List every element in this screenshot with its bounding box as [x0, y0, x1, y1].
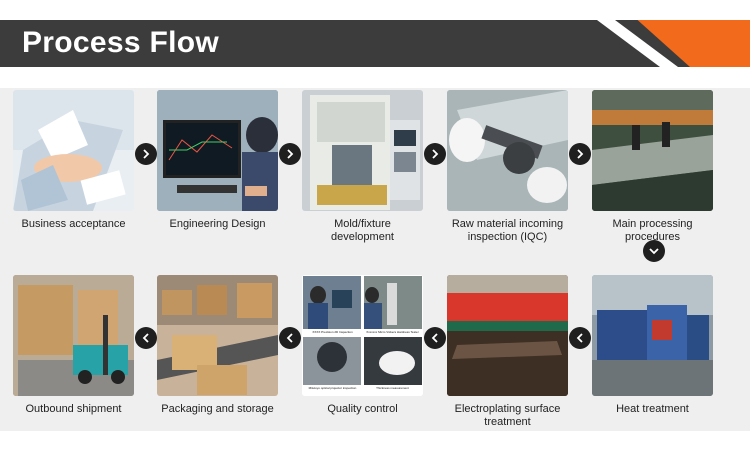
step-outbound-shipment: Outbound shipment — [13, 275, 134, 416]
step-raw-material-inspection: Raw material incoming inspection (IQC) — [447, 90, 568, 244]
mold-fixture-photo — [302, 90, 423, 211]
packaging-storage-photo — [157, 275, 278, 396]
engineering-design-photo — [157, 90, 278, 211]
step-quality-control: XXXX Precision 2D Inspection Xxxxxxx Mic… — [302, 275, 423, 416]
raw-material-inspection-photo — [447, 90, 568, 211]
step-electroplating: Electroplating surface treatment — [447, 275, 568, 429]
electroplating-photo — [447, 275, 568, 396]
business-acceptance-photo — [13, 90, 134, 211]
previous-arrow-icon — [279, 327, 301, 349]
quality-control-photo-collage: XXXX Precision 2D Inspection Xxxxxxx Mic… — [302, 275, 423, 396]
qc-photo-caption: Mitutoyo optical projector inspection — [308, 386, 357, 390]
previous-arrow-icon — [424, 327, 446, 349]
step-label: Outbound shipment — [25, 403, 122, 415]
step-engineering-design: Engineering Design — [157, 90, 278, 231]
step-packaging-storage: Packaging and storage — [157, 275, 278, 416]
down-arrow-icon — [643, 240, 665, 262]
next-arrow-icon — [279, 143, 301, 165]
step-label: Electroplating surface treatment — [454, 403, 561, 428]
step-label: Raw material incoming inspection (IQC) — [451, 218, 564, 243]
previous-arrow-icon — [569, 327, 591, 349]
step-label: Packaging and storage — [161, 403, 274, 415]
step-label: Main processing procedures — [612, 218, 693, 243]
step-label: Mold/fixture development — [331, 218, 394, 243]
step-label: Engineering Design — [169, 218, 266, 230]
previous-arrow-icon — [135, 327, 157, 349]
heat-treatment-photo — [592, 275, 713, 396]
next-arrow-icon — [135, 143, 157, 165]
qc-photo-caption: XXXX Precision 2D Inspection — [312, 330, 353, 334]
page-title: Process Flow — [22, 26, 220, 59]
step-heat-treatment: Heat treatment — [592, 275, 713, 416]
step-label: Quality control — [327, 403, 398, 415]
main-processing-photo — [592, 90, 713, 211]
next-arrow-icon — [569, 143, 591, 165]
step-label: Business acceptance — [21, 218, 126, 230]
qc-photo-caption: Xxxxxxx Micro Vickers Hardness Tester — [366, 330, 419, 334]
qc-photo-caption: Thickness measurement — [376, 386, 409, 390]
step-mold-fixture-development: Mold/fixture development — [302, 90, 423, 244]
outbound-shipment-photo — [13, 275, 134, 396]
next-arrow-icon — [424, 143, 446, 165]
step-business-acceptance: Business acceptance — [13, 90, 134, 231]
title-banner: Process Flow — [0, 20, 750, 67]
step-main-processing: Main processing procedures — [592, 90, 713, 244]
step-label: Heat treatment — [616, 403, 689, 415]
